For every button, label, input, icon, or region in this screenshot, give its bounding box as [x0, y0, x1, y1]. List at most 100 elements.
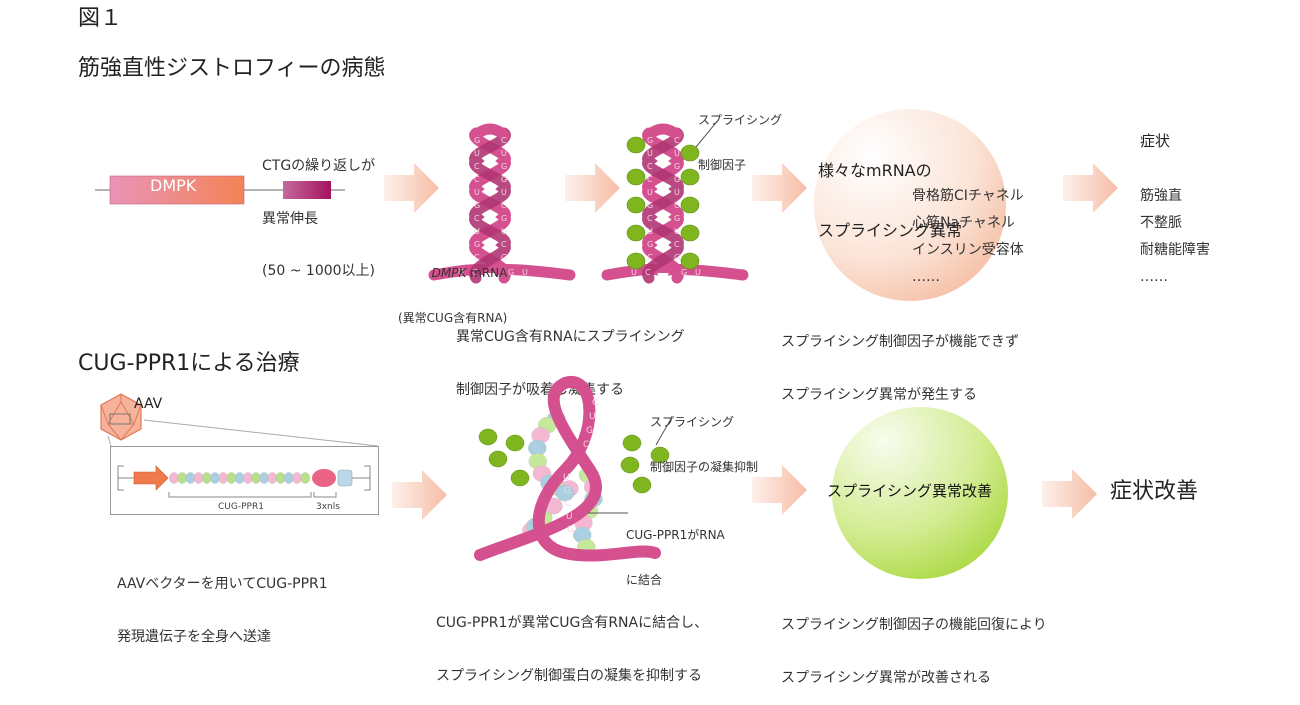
nucleotide-letter: C: [501, 201, 507, 210]
nucleotide-letter: G: [674, 253, 680, 262]
arrow-right-icon: [1063, 163, 1118, 213]
nucleotide-letter: U: [522, 268, 528, 277]
nucleotide-letter: C: [565, 499, 571, 509]
aav-label: AAV: [134, 396, 163, 412]
nucleotide-letter: C: [647, 162, 653, 171]
nucleotide-letter: U: [647, 227, 653, 236]
nucleotide-letter: G: [647, 136, 653, 145]
ppr-motif-bead: [259, 472, 269, 484]
nucleotide-letter: C: [674, 136, 680, 145]
nucleotide-letter: G: [674, 214, 680, 223]
step2-caption-line1: 異常CUG含有RNAにスプライシング: [456, 329, 685, 345]
binding-label-line2: に結合: [626, 573, 663, 587]
ppr-motif-bead: [300, 472, 310, 484]
rna-strand: [642, 127, 684, 284]
mrna-label: DMPK mRNA (異常CUG含有RNA): [398, 236, 507, 341]
nucleotide-letter: U: [458, 268, 464, 277]
nucleotide-letter: G: [674, 162, 680, 171]
nucleotide-letter: G: [647, 201, 653, 210]
mrna-label-line2: (異常CUG含有RNA): [398, 311, 508, 325]
result-text: 症状改善: [1110, 479, 1199, 504]
repeat-note-line2: 異常伸長: [262, 210, 318, 227]
affected-mrna-list: 骨格筋CIチャネル 心筋Naチャネル インスリン受容体 ……: [912, 183, 1024, 291]
ppr-motif-bead: [234, 472, 245, 484]
free-splicing-factor: [488, 450, 508, 468]
arrow-right-icon: [392, 470, 447, 520]
circle2-caption: スプライシング制御因子の機能回復により スプライシング異常が改善される: [781, 582, 1047, 705]
splicing-improved-circle: [832, 407, 1008, 579]
cug-ppr1-bead: [555, 484, 575, 502]
ppr-motif-beads: [169, 472, 310, 484]
nucleotide-letter: G: [474, 201, 480, 210]
rna-strand: [428, 263, 576, 281]
free-splicing-factor: [622, 434, 642, 452]
nucleotide-letter: U: [501, 188, 507, 197]
symptom-item: 不整脈: [1140, 215, 1182, 231]
tag-domain: [337, 469, 353, 487]
ppr-motif-bead: [275, 472, 286, 484]
ppr-motif-bead: [226, 472, 237, 484]
nucleotide-letter: G: [501, 175, 507, 184]
repeat-note: CTGの繰り返しが 異常伸長 (50 ~ 1000以上): [262, 123, 375, 298]
free-splicing-factor: [505, 434, 525, 452]
nucleotide-letter: C: [501, 240, 507, 249]
splicing-factor: [626, 252, 646, 270]
aav-caption-line2: 発現遺伝子を全身へ送達: [117, 628, 271, 645]
circle1-caption: スプライシング制御因子が機能できず スプライシング異常が発生する: [781, 299, 1019, 422]
arrow-right-icon: [752, 465, 807, 515]
rna-strand: [474, 376, 661, 562]
rna-strand: [601, 263, 749, 281]
factor-label-line2: 制御因子: [698, 158, 747, 172]
repeat-note-line1: CTGの繰り返しが: [262, 158, 376, 174]
nucleotide-letter: U: [474, 188, 480, 197]
free-splicing-factor: [620, 456, 640, 474]
nucleotide-letter: G: [564, 486, 571, 496]
ctg-repeat-box: [283, 181, 331, 199]
nucleotide-letter: G: [501, 162, 507, 171]
splicing-factor: [680, 144, 700, 162]
free-splicing-factor: [510, 469, 530, 487]
nucleotide-letter: C: [647, 253, 653, 262]
nucleotide-letter: G: [501, 214, 507, 223]
affected-mrna-item: インスリン受容体: [912, 242, 1024, 258]
ppr-motif-bead: [210, 472, 220, 484]
dmpk-label: DMPK: [150, 176, 197, 195]
nucleotide-letter: U: [501, 227, 507, 236]
nucleotide-letter: U: [474, 227, 480, 236]
repeat-note-line3: (50 ~ 1000以上): [262, 263, 375, 279]
affected-mrna-item: 骨格筋CIチャネル: [912, 188, 1024, 204]
circle1-title-line2: スプライシング異常: [818, 221, 963, 240]
leader-line: [695, 118, 720, 148]
nucleotide-letter: U: [474, 149, 480, 158]
ppr-motif-bead: [169, 472, 179, 484]
splicing-factor: [626, 224, 646, 242]
nucleotide-letter: U: [563, 473, 570, 483]
nucleotide-letter: U: [501, 149, 507, 158]
mrna-gene-name: DMPK: [431, 266, 467, 280]
free-splicing-factor: [650, 446, 670, 464]
factor-inhibit-line2: 制御因子の凝集抑制: [650, 460, 759, 474]
splicing-factor: [626, 168, 646, 186]
circle1-caption-line2: スプライシング異常が発生する: [781, 386, 977, 403]
factor-label-line1: スプライシング: [698, 113, 783, 127]
free-splicing-factor: [632, 476, 652, 494]
arrow-right-icon: [752, 163, 807, 213]
circle2-caption-line1: スプライシング制御因子の機能回復により: [781, 617, 1047, 633]
step2b-caption-line1: CUG-PPR1が異常CUG含有RNAに結合し、: [436, 615, 709, 631]
nucleotide-letter: U: [674, 227, 680, 236]
ppr-motif-bead: [243, 472, 253, 484]
zoom-lines: [107, 419, 379, 447]
figure-label: 図１: [78, 6, 123, 31]
nucleotide-letter: G: [474, 136, 480, 145]
factor-inhibit-label: スプライシング 制御因子の凝集抑制: [650, 385, 758, 490]
nucleotide-letter: C: [592, 398, 598, 408]
free-splicing-factor: [478, 428, 498, 446]
circle1-title-line1: 様々なmRNAの: [818, 161, 932, 180]
aav-construct: [110, 446, 379, 515]
binding-label: CUG-PPR1がRNA に結合: [626, 498, 725, 603]
step2b-caption: CUG-PPR1が異常CUG含有RNAに結合し、 スプライシング制御蛋白の凝集を…: [436, 580, 708, 703]
aav-caption-line1: AAVベクターを用いてCUG-PPR1: [117, 576, 328, 592]
nucleotide-letter: C: [474, 214, 480, 223]
